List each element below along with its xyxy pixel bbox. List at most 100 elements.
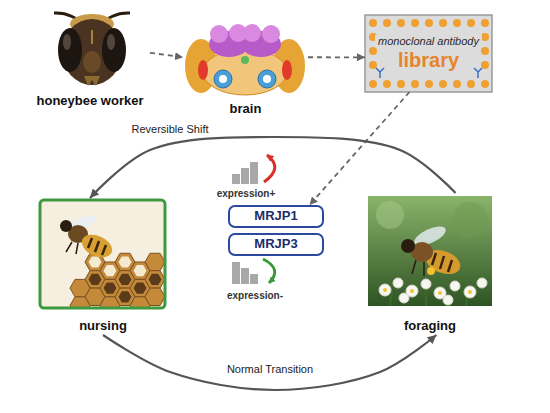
node-text: honeybee worker: [37, 94, 144, 109]
foraging-photo-figure-part: [452, 202, 488, 238]
brain-figure-part: [282, 60, 292, 80]
dashed-arrow: [308, 56, 365, 58]
foraging-photo-figure-part-part: [421, 279, 431, 289]
brain-figure: [185, 24, 305, 95]
honeybee-head-figure-part: [91, 30, 93, 44]
honeybee-head-figure-part: [107, 34, 115, 50]
nursing-photo-figure-part-part: [89, 274, 162, 303]
foraging-photo-figure: [368, 196, 492, 306]
nursing-photo-figure-part: [88, 238, 106, 255]
expression-up-icon: [232, 155, 275, 184]
foraging-photo-figure-part-part: [464, 286, 476, 298]
antibody-library-figure-part-part: [369, 19, 377, 27]
foraging-photo-figure-part: [383, 288, 472, 295]
brain-figure-part: [210, 25, 228, 43]
antibody-library-figure-part-part: [376, 68, 384, 78]
dashed-arrow: [150, 53, 183, 57]
foraging-photo-figure-part-part: [438, 291, 442, 295]
node-text: brain: [230, 102, 262, 117]
antibody-library-figure-part: [369, 19, 489, 88]
foraging-photo-figure-part-part: [450, 281, 460, 291]
honeybee-head-figure-part: [83, 51, 101, 73]
foraging-photo-figure-part-part: [477, 278, 487, 288]
antibody-library-figure-part-part: [467, 80, 475, 88]
foraging-photo-figure-part: [412, 260, 424, 276]
foraging-photo-figure-part-part: [379, 284, 391, 296]
node-text: MRJP1: [254, 209, 297, 224]
nursing-photo-figure-part: [40, 200, 165, 308]
figure-label-node: honeybee worker: [30, 6, 150, 110]
antibody-library-figure-part-part: [453, 80, 461, 88]
nursing-photo-figure-part-part: [89, 256, 147, 276]
expression-down-icon-part: [263, 259, 275, 283]
antibody-library-figure-part-part: [425, 19, 433, 27]
nursing-photo-figure: [40, 200, 165, 314]
brain-figure-part: [263, 75, 271, 83]
antibody-library-figure-part-part: [411, 80, 419, 88]
antibody-library-figure-part-part: [481, 33, 489, 41]
antibody-library-figure-part-part: [369, 61, 377, 69]
antibody-library-figure-part: [365, 15, 492, 92]
expression-up-icon-part: [250, 162, 258, 184]
expression-label: expression+: [217, 188, 276, 200]
foraging-photo-figure-part-part: [393, 278, 403, 288]
nursing-photo-figure-part-part-part: [89, 256, 102, 267]
expression-down-icon-part: [241, 268, 249, 284]
foraging-photo-figure-part: [368, 196, 492, 306]
antibody-library-figure-part-part: [467, 19, 475, 27]
expression-down-icon-part: [232, 262, 240, 284]
antibody-library-figure-part-part: [439, 80, 447, 88]
nursing-photo-figure-part: [60, 220, 72, 232]
nursing-photo-figure-part-part-part: [145, 253, 165, 270]
foraging-photo-figure-part-part: [399, 293, 409, 303]
foraging-photo-figure-part: [432, 253, 452, 272]
protein-box: MRJP3: [228, 233, 324, 256]
brain-figure-part: [243, 24, 261, 42]
nursing-photo-figure-part-part-part: [104, 283, 117, 294]
foraging-photo-figure-part: [379, 278, 487, 305]
nursing-photo-figure-part-part-part: [149, 274, 162, 285]
expression-label: expression-: [227, 290, 283, 302]
nursing-photo-figure-part-part-part: [89, 274, 102, 285]
nursing-photo-figure-part: [78, 230, 115, 262]
edge-label: Reversible Shift: [129, 123, 210, 136]
antibody-library-figure-part-part: [474, 68, 482, 78]
antibody-library-figure-part-part: [481, 19, 489, 27]
brain-figure-part: [262, 25, 280, 43]
antibody-library-figure-part-part: [369, 47, 377, 55]
nursing-photo-figure-part-part-part: [119, 291, 132, 302]
foraging-photo-figure-part-part: [410, 289, 414, 293]
foraging-photo-figure-part-part: [468, 290, 472, 294]
figure-label-node: nursing: [38, 198, 168, 335]
foraging-photo-figure-part: [427, 267, 435, 275]
nursing-photo-figure-part: [70, 253, 165, 308]
antibody-library-figure-part-part: [439, 19, 447, 27]
honeybee-head-figure-part: [63, 34, 71, 50]
expression-down-icon: [232, 259, 275, 284]
antibody-library-figure-part-part: [369, 80, 377, 88]
nursing-photo-figure-part-part-part: [134, 283, 147, 294]
brain-figure-part: [214, 70, 232, 88]
node-text: MRJP3: [254, 237, 297, 252]
nursing-photo-figure-part: [40, 200, 165, 308]
edge-label: Normal Transition: [225, 363, 315, 376]
antibody-library-figure-part-part: [397, 19, 405, 27]
foraging-photo-figure-part-part: [383, 288, 387, 292]
nursing-photo-figure-part: [66, 242, 78, 254]
honeybee-head-figure-part: [102, 28, 126, 72]
figure-label-node: brain: [183, 20, 308, 118]
antibody-library-figure-part-part: [481, 61, 489, 69]
antibody-library-figure-part-part: [425, 80, 433, 88]
foraging-photo-figure-part: [376, 201, 404, 229]
nursing-photo-figure-part-part-part: [104, 265, 117, 276]
antibody-library-figure-part-part: [481, 47, 489, 55]
nursing-photo-figure-part-part-part: [70, 297, 90, 308]
honeybee-head-figure: [54, 13, 130, 86]
expression-up-icon-part: [264, 155, 275, 182]
antibody-library-figure: [365, 15, 492, 92]
antibody-library-figure-part-part: [481, 80, 489, 88]
node-text: nursing: [79, 319, 127, 334]
foraging-photo-figure-part-part: [425, 288, 427, 306]
brain-figure-part: [203, 49, 287, 95]
